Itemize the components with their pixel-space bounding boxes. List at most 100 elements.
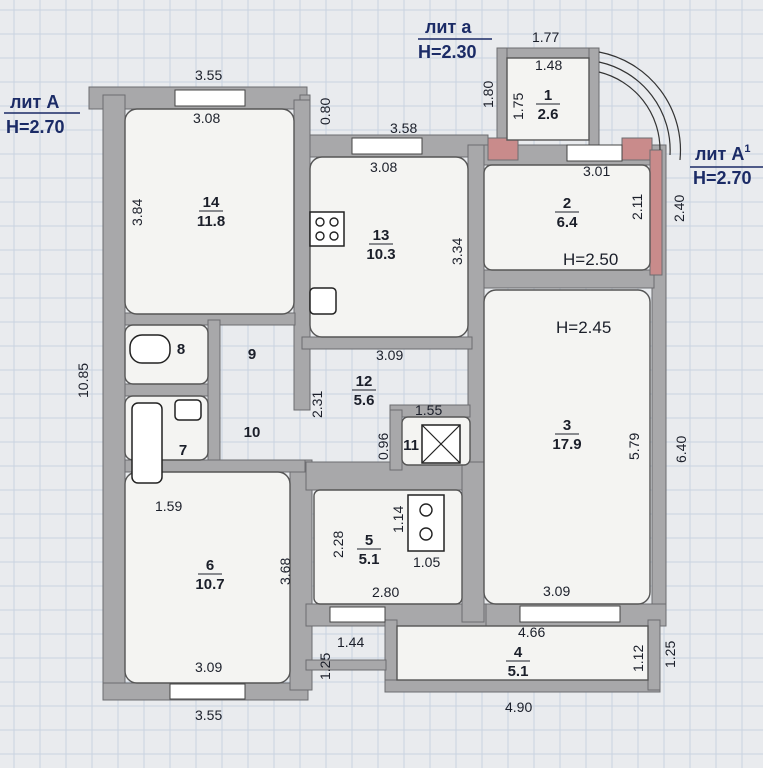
wall-room8-bottom (124, 383, 221, 397)
room-number-4: 4 (514, 644, 523, 661)
dim-room5-top: 1.14 (390, 506, 406, 533)
bathtub-icon (131, 402, 163, 484)
room-number-1: 1 (544, 87, 552, 104)
windows (169, 51, 682, 700)
lit-a1-text: лит А (695, 144, 744, 164)
window-room5 (329, 606, 386, 623)
window-room3 (519, 605, 621, 623)
wall-balcony1-right (588, 47, 600, 149)
dim-room11-width: 1.55 (415, 402, 442, 418)
room-number-6: 6 (206, 557, 214, 574)
room-number-7: 7 (179, 442, 187, 459)
window-room14 (174, 89, 246, 107)
wall-balcony1-left (496, 47, 508, 149)
dim-balcony-inner: 1.48 (535, 57, 562, 73)
dim-room14-height: 3.84 (129, 199, 145, 226)
dim-room13-side: 3.34 (449, 238, 465, 265)
dim-balcony-outer: 1.77 (532, 29, 559, 45)
wall-room14-right (293, 99, 311, 411)
stove-icon (309, 211, 345, 247)
dim-room4-112: 1.12 (630, 645, 646, 672)
room-1-fill (506, 57, 590, 141)
wall-accent-left (487, 137, 519, 161)
dim-wall-080: 0.80 (317, 98, 333, 125)
dim-total-height: 10.85 (75, 363, 91, 398)
room-6-fill (124, 471, 291, 684)
room-number-9: 9 (248, 346, 256, 363)
room-area-3: 17.9 (552, 436, 581, 453)
dim-balcony-side-inner: 1.75 (510, 93, 526, 120)
window-room13 (351, 137, 423, 155)
wall-room11-left (389, 409, 403, 471)
toilet-icon (129, 334, 171, 364)
room-area-1: 2.6 (538, 106, 559, 123)
wall-balcony-bottom (384, 679, 661, 693)
h-a-main: Н=2.70 (6, 117, 65, 137)
room-number-11: 11 (403, 437, 419, 454)
washbasin-icon (174, 399, 202, 421)
kitchen-sink-icon (309, 287, 337, 315)
balcony-arc-outer (598, 51, 682, 161)
wall-room5-top (305, 461, 473, 491)
dim-room6-width: 3.09 (195, 659, 222, 675)
dim-top-mid-inner: 3.08 (370, 159, 397, 175)
dim-room5-width: 2.80 (372, 584, 399, 600)
wall-accent-side (649, 149, 663, 276)
dim-right-240: 2.40 (671, 195, 687, 222)
dim-room5-stove: 1.05 (413, 554, 440, 570)
h-a1: Н=2.70 (693, 168, 752, 188)
room-area-6: 10.7 (195, 576, 224, 593)
dim-room4-125: 1.25 (662, 641, 678, 668)
window-room2 (566, 144, 623, 162)
window-room6 (169, 683, 246, 700)
dim-room2-width: 3.01 (583, 163, 610, 179)
dim-bottom-left: 3.55 (195, 707, 222, 723)
wall-accent-right (621, 137, 653, 161)
room-number-3: 3 (563, 417, 571, 434)
room-number-5: 5 (365, 532, 373, 549)
dim-room3-width: 3.09 (543, 583, 570, 599)
room-number-2: 2 (563, 195, 571, 212)
vent-cross-2 (421, 424, 461, 464)
room-number-12: 12 (356, 373, 373, 390)
wall-room6-right (289, 459, 313, 691)
burner-icon (419, 503, 433, 517)
dimension-labels: 3.55 3.08 0.80 3.58 3.08 1.77 1.48 1.80 … (75, 29, 689, 723)
h-a-small: Н=2.30 (418, 42, 477, 62)
dim-right-total: 6.40 (673, 436, 689, 463)
walls (88, 47, 667, 701)
room-area-14: 11.8 (197, 213, 225, 230)
room-3-fill (483, 289, 651, 605)
room-area-12: 5.6 (354, 392, 375, 409)
burner-icon (315, 217, 325, 227)
balcony-arc-inner (598, 71, 661, 151)
dim-room3-height: 5.79 (626, 433, 642, 460)
dim-room11-height: 0.96 (375, 433, 391, 460)
dim-hall-231: 2.31 (309, 391, 325, 418)
dim-room6-side: 3.68 (277, 558, 293, 585)
room-area-4: 5.1 (508, 663, 529, 680)
wall-room2-bottom (483, 269, 655, 289)
lit-a-main: лит А (10, 92, 59, 112)
room-13-fill (309, 156, 469, 338)
dim-room7-width: 1.59 (155, 498, 182, 514)
dim-top-left-outer: 3.55 (195, 67, 222, 83)
dim-corridor-width: 3.09 (376, 347, 403, 363)
building-labels: лит А Н=2.70 лит а Н=2.30 лит А1 Н=2.70 (4, 17, 763, 188)
dim-stair-144: 1.44 (337, 634, 364, 650)
room-4-fill (396, 625, 649, 681)
dim-balcony4-466: 4.66 (518, 624, 545, 640)
dim-bottom-right: 4.90 (505, 699, 532, 715)
wall-room5-right (461, 461, 485, 623)
fixtures (129, 211, 461, 552)
dim-top-mid-outer: 3.58 (390, 120, 417, 136)
room2-height: Н=2.50 (563, 250, 618, 269)
room3-height: Н=2.45 (556, 318, 611, 337)
burner-icon (329, 231, 339, 241)
room-number-10: 10 (244, 424, 261, 441)
wall-balcony-right (647, 619, 661, 691)
dim-balcony-side-outer: 1.80 (480, 81, 496, 108)
dim-room5-left: 2.28 (330, 531, 346, 558)
